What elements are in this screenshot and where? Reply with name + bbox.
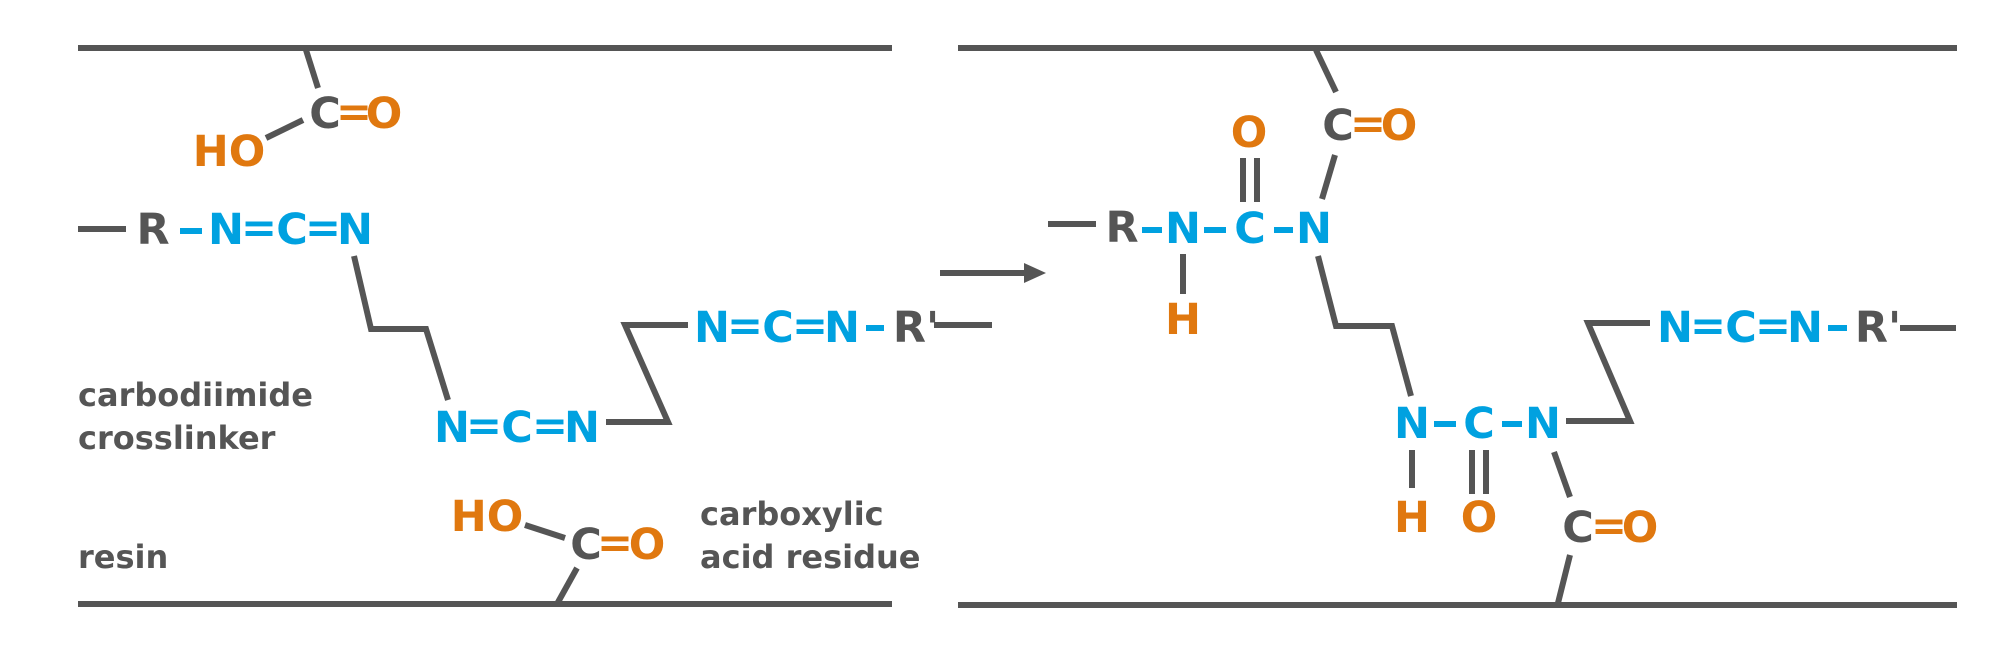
product-panel: C = O O R N C N H N C N H O C (958, 45, 1957, 608)
acid-top-c-oh-bond (264, 117, 305, 141)
atom-r: R (136, 205, 169, 255)
atom-equals: = (1755, 301, 1791, 351)
carbonyl-top-n-bond (1319, 154, 1338, 200)
atom-c: C (1463, 399, 1495, 449)
atom-equals: = (241, 203, 277, 253)
atom-c: C (1725, 303, 1757, 353)
atom-o: O (366, 89, 403, 139)
acid-top-stem (303, 49, 321, 89)
atom-n: N (1657, 303, 1693, 353)
atom-h: H (1165, 295, 1201, 345)
atom-n: N (564, 403, 600, 453)
atom-equals: = (597, 518, 633, 568)
linker-chain-2 (606, 322, 688, 425)
atom-r-prime: R' (893, 303, 939, 353)
atom-n: N (208, 205, 244, 255)
atom-h: H (1394, 493, 1430, 543)
label-crosslinker-line1: carbodiimide (78, 376, 313, 414)
reaction-arrow (940, 263, 1046, 283)
atom-o: O (1461, 493, 1498, 543)
carbonyl-top-stem (1313, 48, 1339, 94)
atom-n: N (337, 205, 373, 255)
atom-equals: = (1591, 501, 1627, 551)
atom-n: N (1525, 399, 1561, 449)
label-resin: resin (78, 538, 168, 576)
linker-chain-2 (1566, 320, 1650, 424)
acid-bottom-stem (554, 566, 580, 606)
reactants-panel: C = O HO R N = C = N N = C = N N = C = N… (78, 45, 992, 607)
label-acid-line1: carboxylic (700, 495, 884, 533)
atom-ho: HO (451, 492, 524, 542)
atom-c: C (309, 89, 341, 139)
atom-n: N (1394, 399, 1430, 449)
atom-o: O (629, 520, 666, 570)
atom-ho: HO (193, 127, 266, 177)
atom-equals: = (727, 301, 763, 351)
atom-equals: = (1350, 99, 1386, 149)
atom-o: O (1622, 503, 1659, 553)
atom-r-prime: R' (1855, 303, 1901, 353)
acid-bottom-oh-c-bond (524, 522, 566, 541)
atom-c: C (762, 303, 794, 353)
atom-n: N (694, 303, 730, 353)
atom-n: N (1165, 204, 1201, 254)
linker-chain-1 (351, 255, 451, 401)
atom-c: C (1562, 503, 1594, 553)
atom-n: N (434, 403, 470, 453)
atom-equals: = (1690, 301, 1726, 351)
label-acid-line2: acid residue (700, 538, 920, 576)
atom-c: C (1234, 204, 1266, 254)
atom-o: O (1231, 108, 1268, 158)
atom-equals: = (466, 401, 502, 451)
atom-c: C (276, 205, 308, 255)
linker-chain-1 (1315, 255, 1414, 397)
atom-o: O (1381, 101, 1418, 151)
atom-n: N (824, 303, 860, 353)
atom-equals: = (792, 301, 828, 351)
atom-n: N (1296, 204, 1332, 254)
carbonyl-bottom-stem (1555, 554, 1573, 604)
atom-equals: = (336, 87, 372, 137)
atom-c: C (1322, 101, 1354, 151)
atom-r: R (1105, 203, 1138, 253)
atom-equals: = (532, 401, 568, 451)
label-crosslinker-line2: crosslinker (78, 419, 276, 457)
atom-c: C (570, 520, 602, 570)
atom-c: C (501, 403, 533, 453)
carbonyl-bottom-n-bond (1551, 450, 1573, 499)
atom-equals: = (305, 203, 341, 253)
atom-n: N (1787, 303, 1823, 353)
